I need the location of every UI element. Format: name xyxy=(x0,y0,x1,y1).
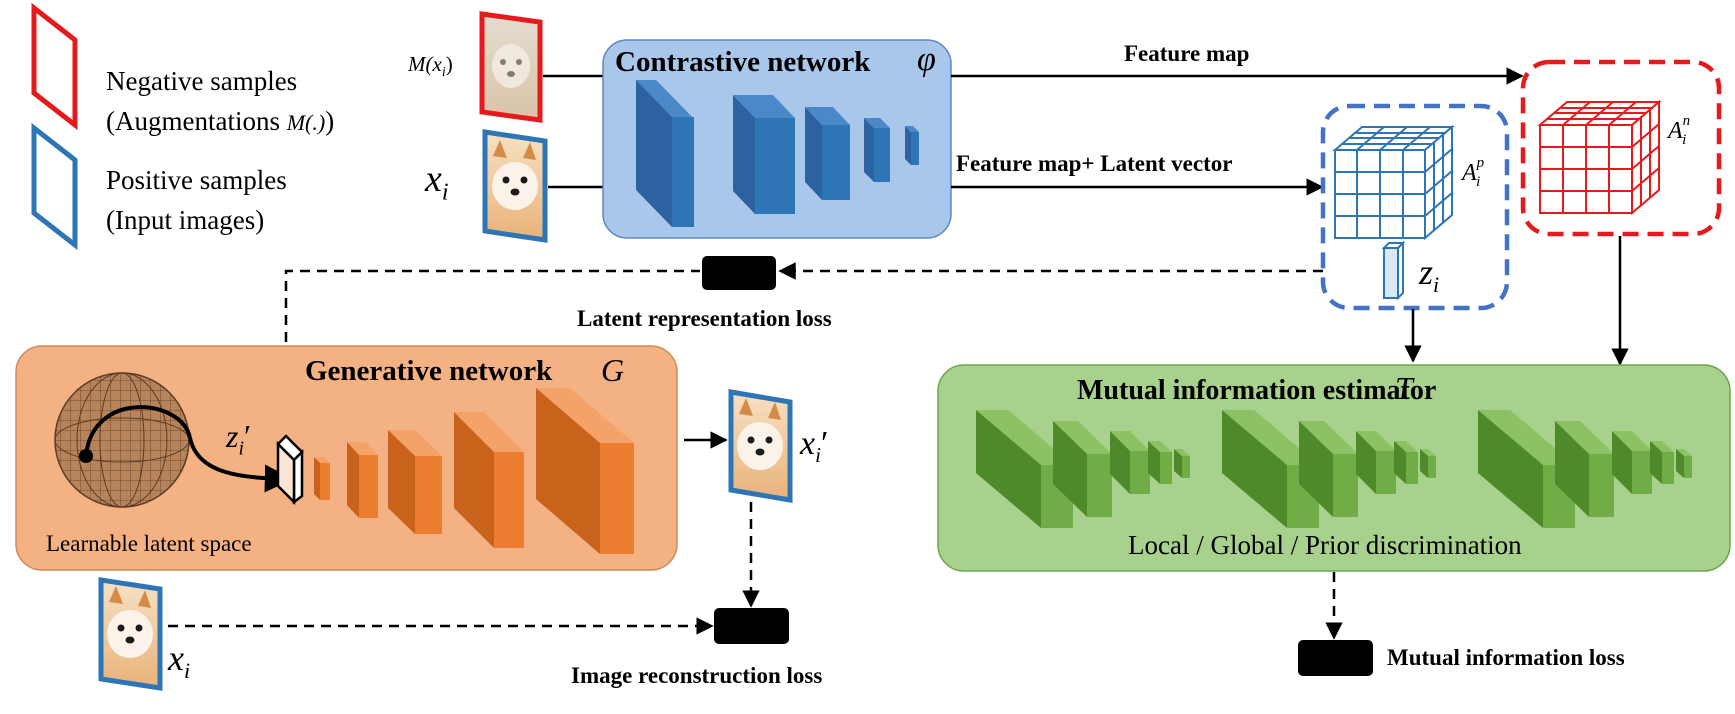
generative-layer-3 xyxy=(388,430,442,534)
gen-latent-label: zi′ xyxy=(226,418,252,460)
generative-symbol: G xyxy=(601,352,625,388)
generative-network-box xyxy=(15,345,678,571)
latent-vector-icon xyxy=(1381,240,1406,301)
legend-positive-subtitle: (Input images) xyxy=(106,205,265,235)
legend xyxy=(31,2,78,251)
input-label-top: xi xyxy=(425,158,449,206)
generative-layer-5 xyxy=(536,388,634,554)
generative-layer-1 xyxy=(314,457,330,500)
legend-negative-title: Negative samples xyxy=(106,66,298,96)
latent-loss-block xyxy=(702,256,776,290)
negative-feature-cube-icon xyxy=(1537,99,1662,216)
feature-map-label: Feature map xyxy=(1124,41,1250,66)
mi-discriminator-1 xyxy=(976,410,1190,528)
mi-discriminator-2 xyxy=(1222,410,1436,528)
latent-vector-label: zi xyxy=(1419,252,1440,298)
negative-sample-icon xyxy=(31,2,78,131)
input-image-top xyxy=(482,129,548,243)
contrastive-layer-1 xyxy=(636,80,694,227)
contrastive-symbol: φ xyxy=(917,41,936,78)
legend-positive-title: Positive samples xyxy=(106,165,287,195)
mutual-information-symbol: T xyxy=(1395,370,1413,406)
mi-loss-label: Mutual information loss xyxy=(1387,645,1625,670)
generative-layer-2 xyxy=(347,442,378,518)
contrastive-layer-4 xyxy=(864,118,890,182)
mutual-information-box xyxy=(937,364,1731,572)
recon-loss-block xyxy=(714,608,789,644)
positive-feature-cube-icon xyxy=(1332,124,1455,241)
mi-discriminator-3 xyxy=(1478,410,1692,528)
contrastive-layer-3 xyxy=(805,107,850,200)
gen-latent-slab-icon xyxy=(276,434,304,506)
contrastive-network-title: Contrastive network xyxy=(615,46,871,78)
latent-loss-label: Latent representation loss xyxy=(577,306,832,331)
contrastive-layer-5 xyxy=(905,126,919,165)
mutual-information-subtitle: Local / Global / Prior discrimination xyxy=(1128,530,1522,560)
negative-feature-box xyxy=(1520,59,1722,237)
augmented-input-label: M(xi) xyxy=(408,52,453,81)
positive-feature-label: Api xyxy=(1462,155,1485,190)
input-image-bottom xyxy=(98,577,163,691)
mutual-information-title: Mutual information estimator xyxy=(1077,375,1437,406)
contrastive-layer-2 xyxy=(733,95,795,214)
feature-latent-label: Feature map+ Latent vector xyxy=(956,151,1233,176)
mi-loss-block xyxy=(1298,640,1373,676)
latent-space-label: Learnable latent space xyxy=(46,531,252,556)
generative-layer-4 xyxy=(454,412,524,548)
latent-space-globe-icon xyxy=(54,372,293,508)
contrastive-network-box xyxy=(602,39,952,239)
generated-image-label: xi′ xyxy=(800,425,829,467)
positive-sample-icon xyxy=(31,122,78,251)
augmented-input-image xyxy=(479,11,543,123)
recon-loss-label: Image reconstruction loss xyxy=(571,663,823,688)
input-label-bottom: xi xyxy=(168,638,191,684)
negative-feature-label: Ani xyxy=(1668,113,1691,148)
generative-network-title: Generative network xyxy=(305,355,553,387)
legend-negative-subtitle: (Augmentations M(.)) xyxy=(106,106,335,136)
positive-feature-box xyxy=(1320,103,1510,311)
generated-image xyxy=(728,389,793,503)
